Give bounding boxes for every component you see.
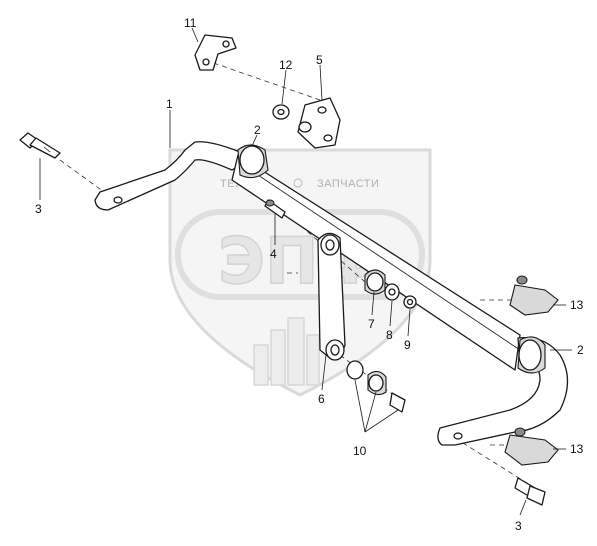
bushing-lower (517, 336, 546, 374)
callout-8: 8 (386, 328, 393, 342)
pin-4 (264, 199, 286, 219)
nut-9 (403, 295, 417, 309)
callout-6: 6 (318, 392, 325, 406)
bushings-10 (346, 360, 406, 413)
bushing-upper (237, 144, 269, 179)
washer-12 (272, 104, 290, 120)
bracket-11 (194, 34, 237, 71)
callout-10: 10 (353, 444, 367, 458)
callout-11: 11 (184, 16, 197, 30)
stabilizer-bar-main (231, 154, 521, 371)
callout-labels: 1 2 2 3 3 4 5 6 7 8 9 10 11 12 13 13 (35, 16, 584, 533)
callout-4: 4 (270, 247, 277, 261)
bushing-7 (364, 269, 386, 295)
callout-13-lower: 13 (570, 442, 584, 456)
callout-13-upper: 13 (570, 298, 584, 312)
clamp-13-upper (509, 275, 559, 316)
watermark-top-right-text: ЗАПЧАСТИ (317, 178, 379, 190)
callout-5: 5 (316, 53, 323, 67)
bolt-3-upper (19, 132, 61, 159)
leader-lines (39, 27, 572, 516)
callout-3-lower: 3 (515, 519, 522, 533)
stabilizer-bar-left-arm (94, 141, 249, 211)
watermark-logo: ЭПФ ТЕХНИКА ЗАПЧАСТИ (168, 148, 432, 397)
link-rod-6 (317, 232, 346, 361)
bolt-3-lower (514, 477, 546, 506)
callout-12: 12 (279, 58, 293, 72)
washer-8 (384, 283, 400, 301)
callout-2-upper: 2 (254, 123, 261, 137)
callout-9: 9 (404, 338, 411, 352)
callout-3-upper: 3 (35, 202, 42, 216)
callout-1: 1 (166, 97, 173, 111)
bracket-5 (297, 97, 341, 149)
watermark-buildings-icon (253, 317, 320, 386)
callout-2-lower: 2 (577, 343, 584, 357)
watermark-gear-icon (293, 178, 303, 188)
callout-7: 7 (368, 317, 375, 331)
clamp-13-lower (504, 427, 559, 466)
